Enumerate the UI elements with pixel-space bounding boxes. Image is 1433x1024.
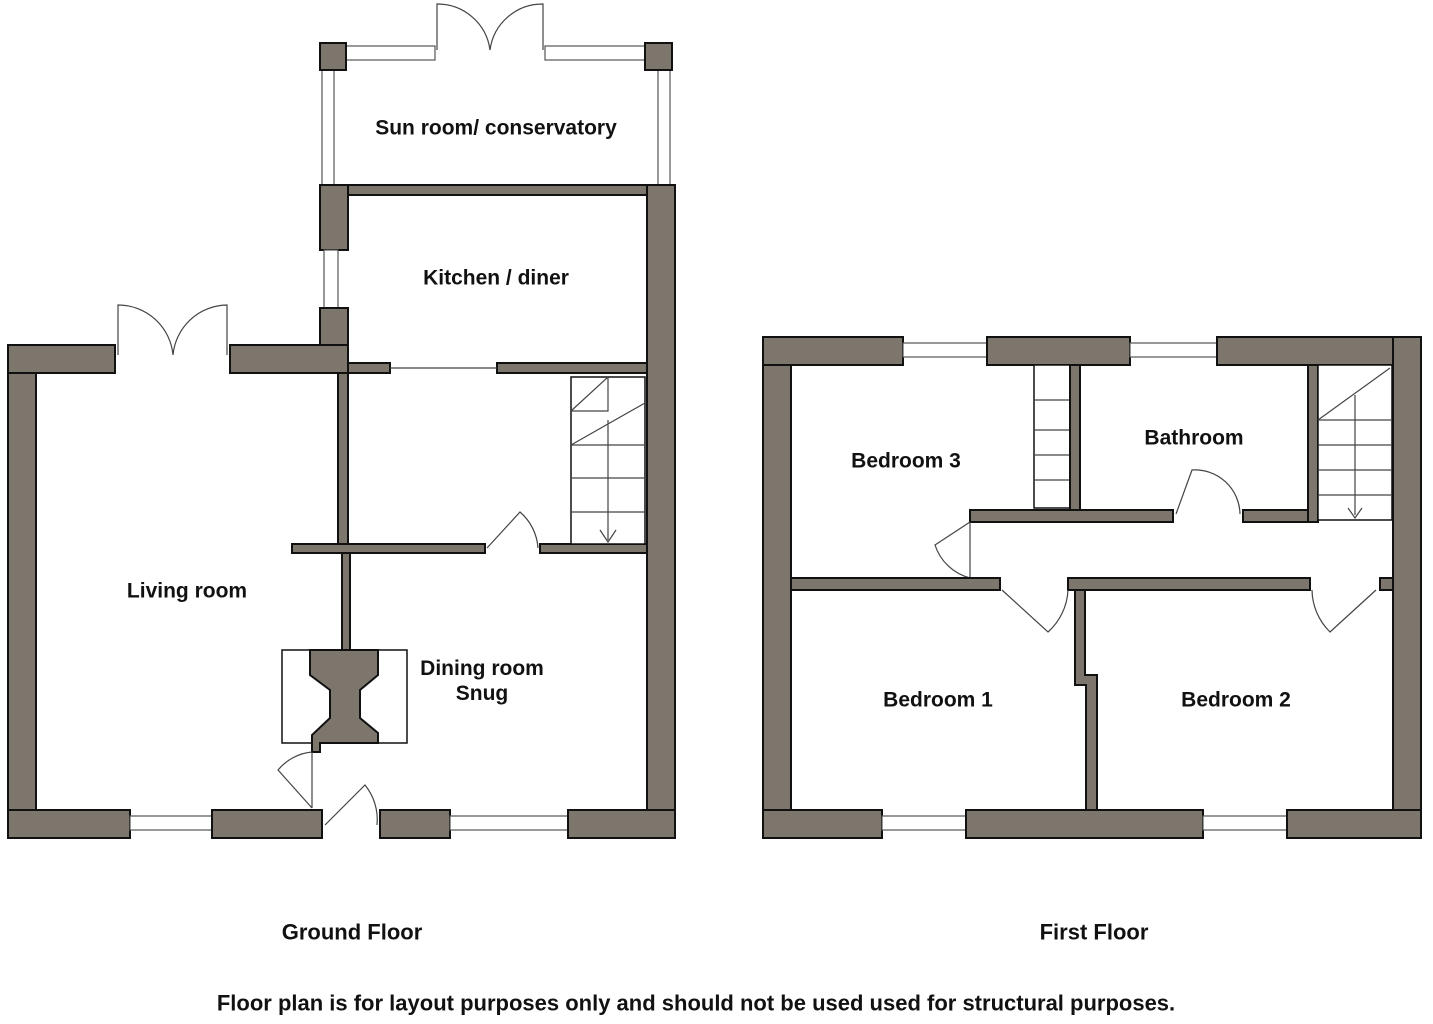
room-label-bedroom2: Bedroom 2 <box>1181 688 1291 712</box>
ground-floor-title: Ground Floor <box>281 919 423 945</box>
room-label-bedroom3: Bedroom 3 <box>851 449 961 473</box>
room-label-living: Living room <box>126 579 248 603</box>
first-floor-stairs <box>1317 364 1393 521</box>
dining-line2: Snug <box>455 682 509 705</box>
first-floor-title: First Floor <box>1039 919 1149 945</box>
dining-line1: Dining room <box>420 657 544 680</box>
disclaimer: Floor plan is for layout purposes only a… <box>216 990 1176 1016</box>
room-label-bathroom: Bathroom <box>1144 426 1244 450</box>
room-label-bedroom1: Bedroom 1 <box>883 688 993 712</box>
room-label-kitchen: Kitchen / diner <box>423 266 569 290</box>
first-floor-plan <box>762 336 1422 839</box>
ground-floor-plan <box>7 3 676 839</box>
room-label-sunroom: Sun room/ conservatory <box>375 116 617 140</box>
ground-floor-stairs <box>570 376 646 545</box>
